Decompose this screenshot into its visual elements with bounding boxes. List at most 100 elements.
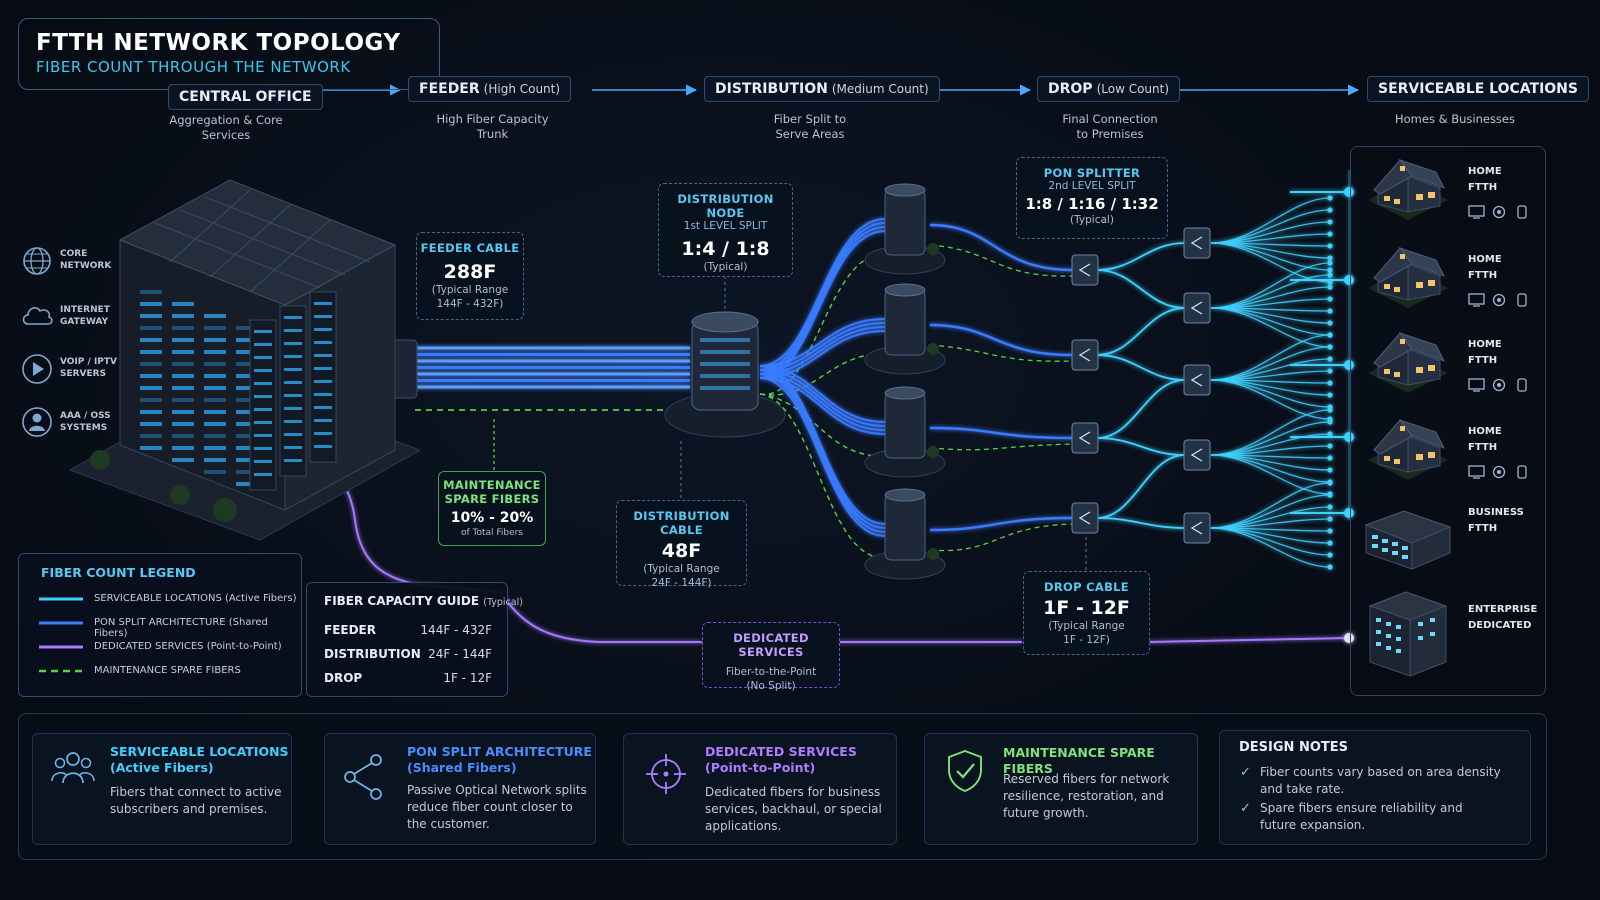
- drop-fiber: [1096, 517, 1186, 529]
- central-office-building: [68, 179, 420, 541]
- stage-distribution-paren: (Medium Count): [831, 82, 929, 96]
- pon-splitter: [1183, 512, 1211, 544]
- rack-light: [284, 433, 302, 436]
- page-title: FTTH NETWORK TOPOLOGY: [36, 30, 401, 56]
- distribution-fiber: [759, 368, 886, 530]
- splitter-glyph: [1190, 301, 1203, 315]
- capacity-row-label: FEEDER: [324, 623, 376, 637]
- splitter-glyph: [1078, 511, 1091, 525]
- fiber-endpoint: [1327, 231, 1333, 237]
- dedicated-services-callout: DEDICATED SERVICES Fiber-to-the-Point (N…: [702, 622, 840, 692]
- fiber-endpoint: [1327, 284, 1333, 290]
- enterprise-building-icon: [1360, 584, 1456, 684]
- rack-light: [236, 350, 258, 354]
- capacity-row-label: DROP: [324, 671, 363, 685]
- drop-cable-callout: DROP CABLE 1F - 12F (Typical Range 1F - …: [1023, 571, 1150, 655]
- fiber-endpoint: [1327, 195, 1333, 201]
- distribution-fiber: [759, 376, 886, 538]
- rack-light: [236, 422, 258, 426]
- voip-iptv-label: VOIP / IPTV SERVERS: [60, 356, 117, 380]
- rack-light: [140, 290, 162, 294]
- callout-note: 24F - 144F): [651, 577, 712, 589]
- location-label-line: FTTH: [1468, 355, 1498, 366]
- splitter-glyph: [1078, 431, 1091, 445]
- pod-cap: [884, 386, 926, 400]
- rack-light: [140, 386, 162, 390]
- desc-line: Homes & Businesses: [1394, 112, 1515, 126]
- stage-central-office-desc: Aggregation & Core Services: [150, 113, 302, 143]
- card-desc-line: reduce fiber count closer to: [407, 800, 573, 814]
- drop-fiber: [1210, 421, 1331, 456]
- drop-fiber: [1210, 262, 1331, 309]
- card-desc: Dedicated fibers for business services, …: [705, 784, 882, 835]
- device-icons: [1468, 464, 1530, 483]
- splitter-glyph: [1190, 373, 1203, 387]
- fiber-endpoint: [1327, 296, 1333, 302]
- design-notes-title: DESIGN NOTES: [1239, 740, 1348, 755]
- fiber-endpoint: [1327, 540, 1333, 546]
- location-label-line: HOME: [1468, 254, 1502, 265]
- legend-title: FIBER COUNT LEGEND: [41, 565, 196, 580]
- drop-fibers: [1096, 170, 1354, 570]
- card-title-line: (Active Fibers): [110, 760, 214, 775]
- callout-value: 10% - 20%: [450, 510, 534, 526]
- design-notes-card: DESIGN NOTES ✓ Fiber counts vary based o…: [1219, 730, 1531, 845]
- card-title-line: (Shared Fibers): [407, 760, 517, 775]
- rack-light: [204, 422, 226, 426]
- distribution-cable-callout: DISTRIBUTION CABLE 48F (Typical Range 24…: [616, 500, 747, 589]
- location-label-line: FTTH: [1468, 270, 1498, 281]
- location-label-line: FTTH: [1468, 442, 1498, 453]
- page-subtitle: FIBER COUNT THROUGH THE NETWORK: [36, 58, 351, 76]
- rack-light: [236, 374, 258, 378]
- core-network-item: [20, 244, 54, 282]
- distribution-fiber: [929, 516, 1074, 532]
- aaa-oss-label: AAA / OSS SYSTEMS: [60, 410, 111, 434]
- rack-light: [314, 393, 332, 396]
- stage-feeder-desc: High Fiber Capacity Trunk: [410, 112, 575, 142]
- location-label-line: HOME: [1468, 166, 1502, 177]
- card-title: DEDICATED SERVICES (Point-to-Point): [705, 744, 857, 776]
- house-icon: [1360, 154, 1456, 236]
- rack-light: [254, 473, 272, 476]
- rack-light: [314, 354, 332, 357]
- drop-fiber: [1210, 358, 1331, 381]
- rack-light: [172, 338, 194, 342]
- stage-central-office: CENTRAL OFFICE: [168, 84, 323, 110]
- rack-light: [284, 394, 302, 397]
- maintenance-spare-callout: MAINTENANCE SPARE FIBERS 10% - 20% of To…: [438, 471, 546, 546]
- rack-light: [140, 398, 162, 402]
- distribution-fiber: [759, 317, 886, 368]
- rack-light: [284, 407, 302, 410]
- drop-fiber: [1210, 454, 1331, 495]
- stage-serviceable: SERVICEABLE LOCATIONS: [1367, 76, 1589, 102]
- fiber-endpoint: [1327, 267, 1333, 273]
- splitter-glyph: [1078, 348, 1091, 362]
- callout-note: of Total Fibers: [460, 528, 524, 538]
- fiber-endpoint: [1327, 243, 1333, 249]
- node-port-strip: [700, 362, 750, 366]
- card-title-line: PON SPLIT ARCHITECTURE: [407, 744, 592, 759]
- callout-note: (Typical): [1070, 214, 1114, 226]
- pon-splitter: [1183, 439, 1211, 471]
- distribution-pod: [884, 494, 926, 561]
- location-label: HOME FTTH: [1468, 424, 1502, 456]
- fiber-endpoint: [1327, 516, 1333, 522]
- rack-light: [204, 374, 226, 378]
- rack-light: [314, 302, 332, 305]
- rack-light: [254, 356, 272, 359]
- pon-splitter: [1183, 364, 1211, 396]
- fiber-endpoint: [1327, 368, 1333, 374]
- check-icon: ✓: [1240, 765, 1251, 780]
- rack-light: [314, 341, 332, 344]
- play-icon: [22, 354, 52, 384]
- drop-fiber: [1096, 354, 1186, 381]
- location-label-line: HOME: [1468, 426, 1502, 437]
- rack-light: [172, 314, 194, 318]
- rack-light: [204, 386, 226, 390]
- card-desc: Fibers that connect to active subscriber…: [110, 784, 282, 818]
- note-line: Fiber counts vary based on area density: [1260, 765, 1501, 779]
- card-title-line: SERVICEABLE LOCATIONS: [110, 744, 289, 759]
- device-icons: [1468, 292, 1530, 311]
